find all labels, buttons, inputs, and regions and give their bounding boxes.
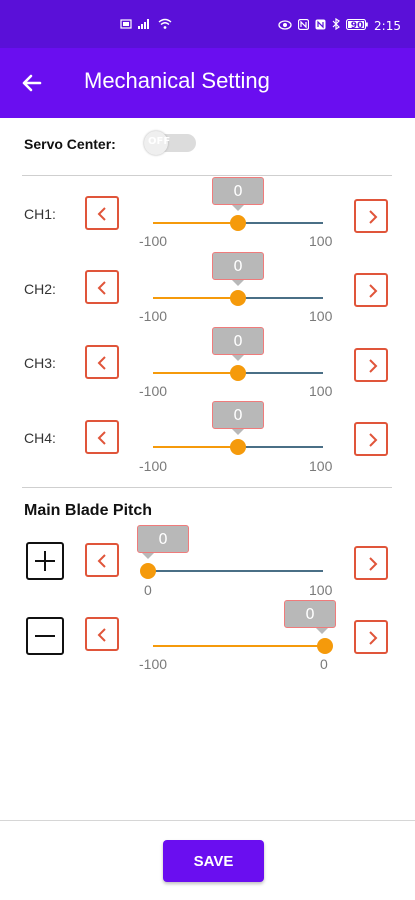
slider-thumb[interactable] xyxy=(140,563,156,579)
wifi-icon xyxy=(158,18,172,32)
slider-track-inactive xyxy=(238,222,323,224)
footer-divider xyxy=(0,820,415,821)
decrement-button[interactable] xyxy=(85,196,119,230)
slider-track-inactive xyxy=(238,446,323,448)
value-bubble: 0 xyxy=(212,327,264,355)
slider-track-active xyxy=(153,446,238,448)
channel-label: CH2: xyxy=(24,281,56,297)
nfc-icon xyxy=(297,18,310,33)
decrement-button[interactable] xyxy=(85,345,119,379)
minus-button[interactable] xyxy=(26,617,64,655)
servo-center-toggle[interactable]: OFF xyxy=(144,131,196,155)
slider-max-label: 100 xyxy=(309,582,333,598)
page-title: Mechanical Setting xyxy=(84,68,270,93)
slider-max-label: 0 xyxy=(320,656,328,672)
slider-min-label: 0 xyxy=(144,582,152,598)
increment-button[interactable] xyxy=(354,199,388,233)
slider-track-active xyxy=(153,645,325,647)
slider-track-active xyxy=(153,297,238,299)
plus-button[interactable] xyxy=(26,542,64,580)
value-bubble-tip xyxy=(232,429,244,435)
signal-icon xyxy=(138,18,152,32)
decrement-button[interactable] xyxy=(85,543,119,577)
slider-track-inactive xyxy=(238,372,323,374)
decrement-button[interactable] xyxy=(85,270,119,304)
slider-min-label: -100 xyxy=(139,308,168,324)
slider-track-active xyxy=(153,222,238,224)
value-bubble-tip xyxy=(316,628,328,634)
plus-icon xyxy=(35,551,55,571)
slider-thumb[interactable] xyxy=(230,365,246,381)
status-bar: 90 2:15 xyxy=(0,0,415,48)
divider-middle xyxy=(22,487,392,488)
value-bubble: 0 xyxy=(212,177,264,205)
slider-max-label: 100 xyxy=(309,233,333,249)
channel-label: CH3: xyxy=(24,355,56,371)
bluetooth-icon xyxy=(332,17,340,33)
slider-track-inactive xyxy=(238,297,323,299)
value-bubble: 0 xyxy=(137,525,189,553)
toggle-state-text: OFF xyxy=(148,136,171,147)
status-right-icons: 90 2:15 xyxy=(278,17,401,33)
slider-max-label: 100 xyxy=(309,458,333,474)
slider-min-label: -100 xyxy=(139,656,168,672)
main-blade-pitch-title: Main Blade Pitch xyxy=(24,502,153,519)
slider-min-label: -100 xyxy=(139,383,168,399)
sim-icon xyxy=(120,18,132,32)
battery-icon xyxy=(345,18,368,33)
arrow-left-icon[interactable] xyxy=(18,68,48,98)
increment-button[interactable] xyxy=(354,273,388,307)
slider-thumb[interactable] xyxy=(230,290,246,306)
increment-button[interactable] xyxy=(354,620,388,654)
slider-max-label: 100 xyxy=(309,308,333,324)
decrement-button[interactable] xyxy=(85,420,119,454)
divider-top xyxy=(22,175,392,176)
value-bubble-tip xyxy=(232,355,244,361)
increment-button[interactable] xyxy=(354,422,388,456)
minus-icon xyxy=(35,635,55,637)
value-bubble-tip xyxy=(142,553,154,559)
nfc-icon-2 xyxy=(315,19,326,33)
slider-thumb[interactable] xyxy=(317,638,333,654)
value-bubble-tip xyxy=(232,280,244,286)
slider-track-inactive xyxy=(148,570,323,572)
slider-thumb[interactable] xyxy=(230,439,246,455)
save-button[interactable]: SAVE xyxy=(163,840,264,882)
value-bubble: 0 xyxy=(212,252,264,280)
value-bubble: 0 xyxy=(212,401,264,429)
value-bubble: 0 xyxy=(284,600,336,628)
app-bar: Mechanical Setting xyxy=(0,48,415,118)
eye-icon xyxy=(278,19,292,33)
slider-min-label: -100 xyxy=(139,458,168,474)
servo-center-label: Servo Center: xyxy=(24,136,116,152)
battery-percent: 90 xyxy=(350,20,364,31)
slider-max-label: 100 xyxy=(309,383,333,399)
channel-label: CH1: xyxy=(24,206,56,222)
toggle-knob xyxy=(144,131,168,155)
slider-thumb[interactable] xyxy=(230,215,246,231)
increment-button[interactable] xyxy=(354,546,388,580)
decrement-button[interactable] xyxy=(85,617,119,651)
slider-min-label: -100 xyxy=(139,233,168,249)
increment-button[interactable] xyxy=(354,348,388,382)
value-bubble-tip xyxy=(232,205,244,211)
channel-label: CH4: xyxy=(24,430,56,446)
status-time: 2:15 xyxy=(374,18,401,33)
status-left-icons xyxy=(120,18,172,32)
slider-track-active xyxy=(153,372,238,374)
